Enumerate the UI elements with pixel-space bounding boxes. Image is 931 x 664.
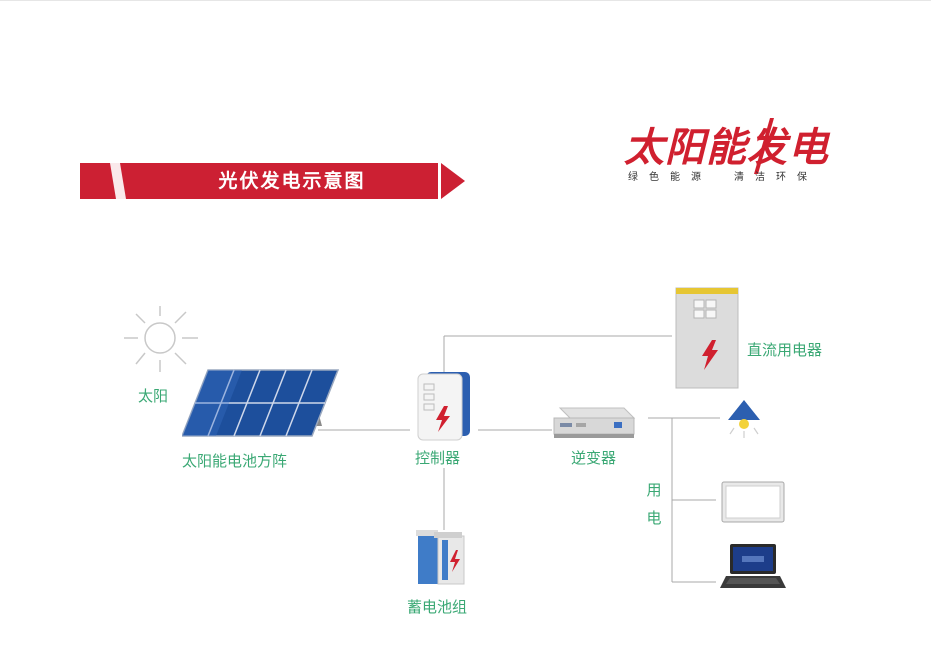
- battery-label: 蓄电池组: [407, 598, 468, 616]
- ac-load-label-char-2: 电: [646, 509, 662, 527]
- monitor-icon: [721, 481, 785, 523]
- logo-slogan-left: 绿色能源: [628, 172, 712, 183]
- solar-panel-icon: [182, 369, 340, 437]
- lightning-slash-icon: [754, 118, 774, 174]
- inverter-icon: [553, 407, 636, 438]
- solar-array-label: 太阳能电池方阵: [182, 452, 288, 470]
- controller-label: 控制器: [415, 449, 461, 467]
- controller-icon: [417, 372, 470, 441]
- battery-icon: [416, 530, 465, 585]
- logo-slogan-right: 清洁环保: [734, 172, 818, 183]
- title-banner: 光伏发电示意图: [80, 163, 465, 199]
- dc-appliance-label: 直流用电器: [747, 341, 823, 359]
- banner-title: 光伏发电示意图: [218, 170, 366, 192]
- lamp-icon: [728, 400, 760, 438]
- laptop-icon: [720, 544, 786, 588]
- logo-main-text: 太阳能发电: [624, 125, 829, 171]
- inverter-label: 逆变器: [571, 449, 617, 467]
- ac-load-label: 用 电: [645, 476, 663, 532]
- top-divider: [0, 0, 931, 1]
- sun-label: 太阳: [138, 387, 169, 405]
- logo-slogan: 绿色能源 清洁环保: [628, 172, 818, 184]
- brand-logo: 太阳能发电 绿色能源 清洁环保: [624, 118, 864, 190]
- banner-shape: [80, 163, 465, 199]
- ac-load-label-char-1: 用: [646, 481, 662, 499]
- dc-cabinet-icon: [675, 287, 739, 389]
- sun-icon: [124, 306, 198, 372]
